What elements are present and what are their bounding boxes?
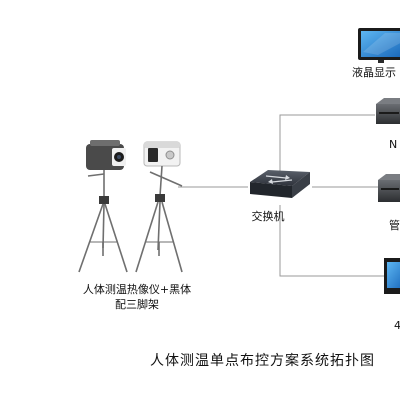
thermal-camera-icon (86, 140, 126, 170)
mgmt-label: 管 (389, 219, 400, 232)
nvr-label: N (389, 138, 398, 151)
lcd-monitor-icon (358, 28, 400, 63)
lcd-label: 液晶显示 (352, 66, 396, 79)
pc-icon (384, 258, 400, 294)
link-switch-nvr (279, 114, 375, 172)
camera-label: 人体测温热像仪+黑体 (82, 283, 192, 296)
diagram-caption: 人体测温单点布控方案系统拓扑图 (150, 353, 375, 369)
switch-label: 交换机 (251, 210, 285, 223)
blackbody-icon (143, 141, 181, 167)
pc-label: 4 (394, 319, 400, 332)
link-switch-pc (279, 205, 384, 277)
camera-label-line2: 配三脚架 (115, 298, 159, 311)
tripod-icon (78, 170, 128, 273)
network-switch-icon (250, 170, 310, 198)
tripod-icon (135, 165, 183, 273)
nvr-icon (376, 98, 400, 124)
connection-lines (178, 114, 384, 277)
server-icon (378, 174, 400, 202)
